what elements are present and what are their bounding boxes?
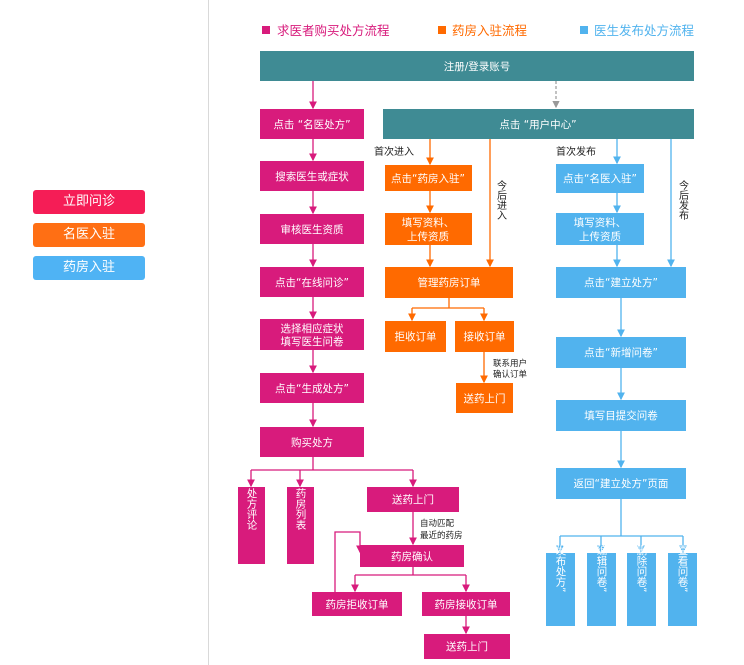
node-delete-questionnaire: [627, 553, 656, 626]
node-select-symptoms-line1: 选择相应症状: [281, 322, 344, 335]
node-return-create-page-label: 返回“建立处方”页面: [574, 477, 669, 490]
node-pharmacy-confirm: [360, 545, 464, 567]
doctor-join-button[interactable]: 名医入驻: [33, 223, 145, 247]
node-prescription-comment-label: 处方评论: [246, 488, 258, 530]
node-buy-prescription-label: 购买处方: [291, 436, 333, 449]
node-doctor-fill-info: [556, 213, 644, 245]
user-center-bar-label: 点击 “用户中心”: [499, 118, 576, 131]
node-generate-prescription: [260, 373, 364, 403]
legend: 求医者购买处方流程 药房入驻流程 医生发布处方流程: [262, 23, 695, 38]
node-pharmacy-fill-info-line2: 上传资质: [407, 231, 449, 243]
node-pharmacy-confirm-label: 药房确认: [391, 550, 433, 563]
node-pharmacy-enter-label: 点击“药房入驻”: [391, 172, 465, 185]
node-edit-questionnaire: [587, 553, 616, 626]
label-nearest-pharmacy: 最近的药房: [420, 530, 463, 541]
node-online-consult-label: 点击“在线问诊”: [275, 276, 349, 289]
label-auto-match: 自动匹配: [420, 518, 455, 529]
consult-now-button[interactable]: 立即问诊: [33, 190, 145, 214]
node-view-questionnaire: [668, 553, 697, 626]
node-create-prescription: [556, 267, 686, 298]
node-deliver-medicine: [367, 487, 459, 512]
node-pharmacy-accept: [422, 592, 510, 616]
patient-connectors: [247, 81, 470, 635]
legend-patient-label: 求医者购买处方流程: [277, 23, 390, 38]
node-pharmacy-reject-label: 药房拒收订单: [326, 598, 389, 611]
node-return-create-page: [556, 468, 686, 499]
node-pharmacy-deliver-label: 送药上门: [464, 392, 506, 405]
node-edit-questionnaire-label: “编辑问卷”: [596, 540, 608, 593]
node-view-questionnaire-label: “查看问卷”: [677, 540, 689, 593]
node-pharmacy-fill-info: [385, 213, 472, 245]
node-review-doctor-label: 审核医生资质: [281, 223, 344, 236]
node-doctor-enter-label: 点击“名医入驻”: [563, 172, 637, 185]
node-submit-questionnaire: [556, 400, 686, 431]
node-online-consult: [260, 267, 364, 297]
vertical-divider: [208, 0, 209, 665]
node-pharmacy-deliver: [456, 383, 513, 413]
node-manage-orders-label: 管理药房订单: [418, 276, 481, 289]
node-search-doctor: [260, 161, 364, 191]
node-doctor-enter: [556, 164, 644, 193]
node-manage-orders: [385, 267, 513, 298]
label-first-enter: 首次进入: [374, 145, 414, 158]
node-review-doctor: [260, 214, 364, 244]
register-bar-label: 注册/登录账号: [444, 60, 511, 73]
node-pharmacy-accept-label: 药房接收订单: [435, 598, 498, 611]
node-deliver-medicine-label: 送药上门: [392, 493, 434, 506]
legend-pink-swatch: [262, 26, 270, 34]
pharmacy-connectors: [408, 139, 494, 384]
node-delete-questionnaire-label: “删除问卷”: [636, 540, 648, 593]
legend-orange-swatch: [438, 26, 446, 34]
node-buy-prescription: [260, 427, 364, 457]
node-add-questionnaire: [556, 337, 686, 368]
node-pharmacy-reject: [312, 592, 402, 616]
node-deliver-medicine-2-label: 送药上门: [446, 640, 488, 653]
label-contact-user: 联系用户: [493, 358, 527, 369]
node-submit-questionnaire-label: 填写目提交问卷: [584, 409, 658, 422]
node-reject-order-label: 拒收订单: [395, 330, 437, 343]
node-select-symptoms: [260, 319, 364, 350]
node-add-questionnaire-label: 点击“新增问卷”: [584, 346, 658, 359]
node-pharmacy-list: [287, 487, 314, 564]
node-accept-order: [455, 321, 514, 352]
label-later-enter: 今后进入: [495, 179, 507, 220]
register-bar: [260, 51, 694, 81]
label-later-publish: 今后发布: [677, 179, 689, 221]
user-center-bar: [383, 109, 694, 139]
node-prescription-comment: [238, 487, 265, 564]
legend-pharmacy-label: 药房入驻流程: [452, 23, 528, 38]
node-select-symptoms-line2: 填写医生问卷: [281, 335, 344, 348]
node-doctor-fill-info-line1: 填写资料、: [574, 216, 627, 229]
node-pharmacy-enter: [385, 165, 472, 191]
node-reject-order: [385, 321, 446, 352]
label-first-publish: 首次发布: [556, 145, 596, 158]
node-publish-prescription: [546, 553, 575, 626]
node-create-prescription-label: 点击“建立处方”: [584, 276, 658, 289]
node-deliver-medicine-2: [424, 634, 510, 659]
legend-blue-swatch: [580, 26, 588, 34]
pharmacy-join-button[interactable]: 药房入驻: [33, 256, 145, 280]
node-pharmacy-fill-info-line1: 填写资料、: [402, 216, 455, 229]
node-pharmacy-list-label: 药房列表: [295, 488, 307, 531]
node-accept-order-label: 接收订单: [464, 330, 506, 343]
node-publish-prescription-label: “发布处方”: [555, 540, 567, 593]
node-famous-prescription: [260, 109, 364, 139]
legend-doctor-label: 医生发布处方流程: [594, 23, 695, 38]
doctor-connectors: [556, 139, 687, 554]
node-doctor-fill-info-line2: 上传资质: [579, 231, 621, 243]
node-search-doctor-label: 搜索医生或症状: [275, 170, 349, 183]
node-generate-prescription-label: 点击“生成处方”: [275, 382, 349, 395]
node-famous-prescription-label: 点击 “名医处方”: [273, 118, 350, 131]
label-confirm-order: 确认订单: [493, 369, 528, 380]
